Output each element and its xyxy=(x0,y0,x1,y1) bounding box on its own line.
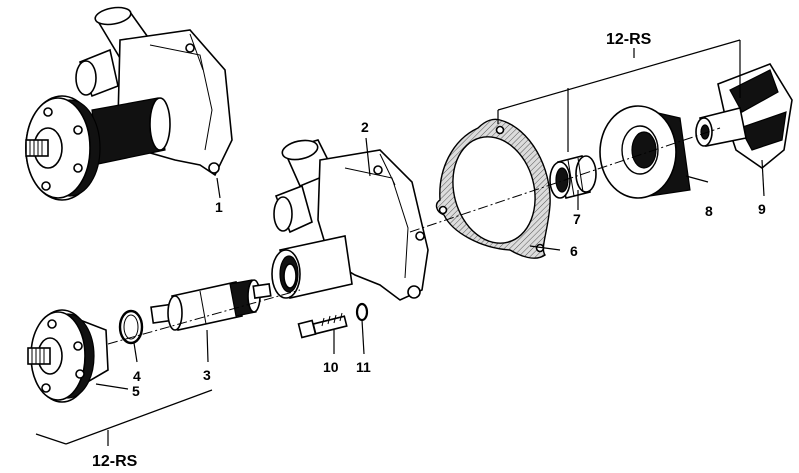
leader-lines xyxy=(95,137,765,390)
callout-8: 8 xyxy=(705,203,713,219)
kit-label-top: 12-RS xyxy=(606,31,652,48)
callout-1: 1 xyxy=(215,199,223,215)
shaft-bearing-drawing xyxy=(150,279,272,331)
callout-6: 6 xyxy=(570,243,578,259)
callout-2: 2 xyxy=(361,119,369,135)
kit-bracket-top xyxy=(497,39,741,152)
pump-housing-drawing xyxy=(271,139,429,301)
kit-bracket-bottom xyxy=(35,389,213,446)
flange-hub-drawing xyxy=(27,309,109,403)
callout-5: 5 xyxy=(132,383,140,399)
callout-7: 7 xyxy=(573,211,581,227)
washer-drawing xyxy=(355,302,369,322)
water-pump-assembly-drawing xyxy=(25,6,233,201)
callout-11: 11 xyxy=(356,359,371,375)
bolt-drawing xyxy=(297,312,348,339)
circlip-drawing xyxy=(118,309,144,345)
callout-4: 4 xyxy=(133,368,141,384)
callout-3: 3 xyxy=(203,367,211,383)
impeller-drawing xyxy=(695,63,793,170)
seal-drawing xyxy=(549,155,597,199)
gasket-drawing xyxy=(435,118,551,259)
callout-10: 10 xyxy=(323,359,339,375)
assembly-axis-line-lower xyxy=(107,289,301,345)
slide-ring-drawing xyxy=(599,105,691,199)
kit-label-bottom: 12-RS xyxy=(92,453,138,470)
callout-9: 9 xyxy=(758,201,766,217)
assembly-axis-line xyxy=(409,127,721,233)
